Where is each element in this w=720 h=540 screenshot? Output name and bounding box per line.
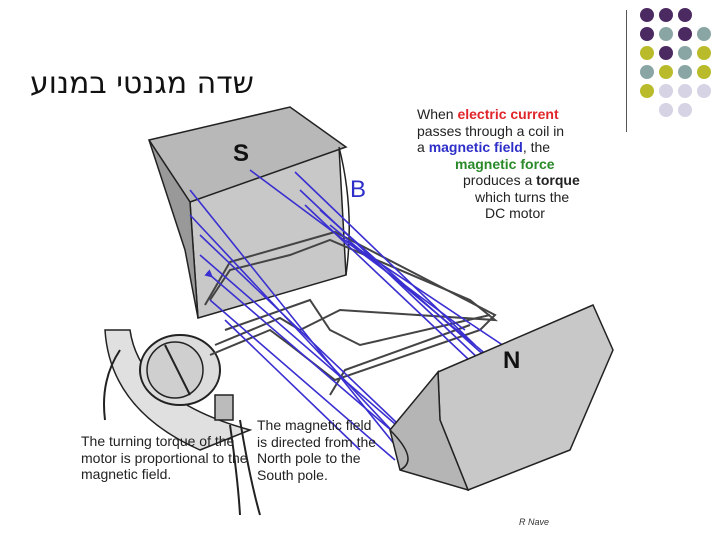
caption-line: DC motor <box>417 205 627 222</box>
caption-line: When electric current <box>417 106 627 123</box>
north-pole-magnet <box>390 305 613 490</box>
caption-torque-proportional: The turning torque of the motor is propo… <box>81 433 251 483</box>
caption-line: which turns the <box>417 189 627 206</box>
commutator-assembly <box>104 330 260 515</box>
caption-field-direction: The magnetic field is directed from the … <box>257 417 377 483</box>
field-b-label: B <box>350 176 366 204</box>
credit-text: R Nave <box>519 517 549 527</box>
south-pole-label: S <box>233 140 249 168</box>
caption-torque-explanation: When electric current passes through a c… <box>417 106 627 222</box>
caption-line: produces a torque <box>417 172 627 189</box>
caption-text: a <box>417 139 429 155</box>
caption-text: , the <box>523 139 550 155</box>
north-pole-label: N <box>503 347 520 375</box>
torque-text: torque <box>536 172 580 188</box>
magnetic-field-text: magnetic field <box>429 139 523 155</box>
caption-text: When <box>417 106 457 122</box>
electric-current-text: electric current <box>457 106 558 122</box>
caption-line: passes through a coil in <box>417 123 627 140</box>
magnetic-force-text: magnetic force <box>417 156 627 173</box>
south-pole-magnet <box>149 107 349 318</box>
caption-line: a magnetic field, the <box>417 139 627 156</box>
caption-text: produces a <box>463 172 536 188</box>
